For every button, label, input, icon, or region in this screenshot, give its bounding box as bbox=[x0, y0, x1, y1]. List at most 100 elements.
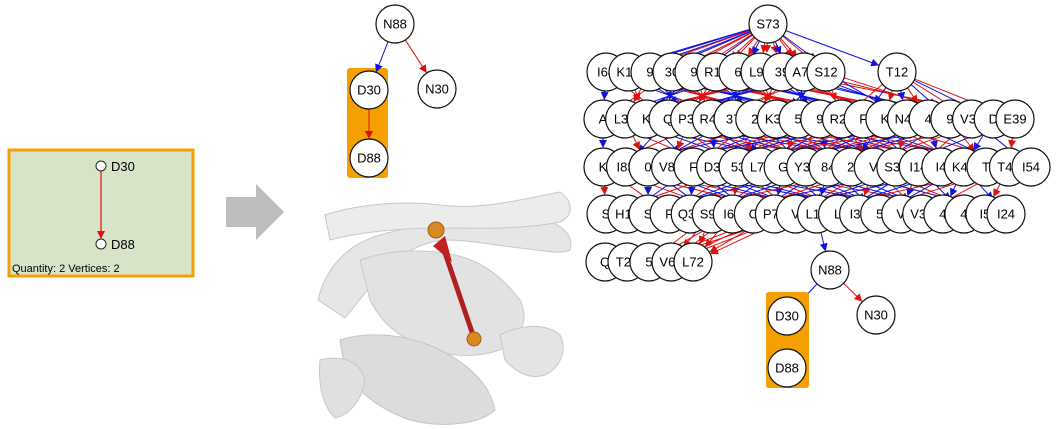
big-node-root: S73 bbox=[748, 4, 788, 44]
big-node-hub-right-label: N30 bbox=[864, 308, 888, 323]
big-node-row2-circle bbox=[995, 99, 1035, 139]
big-node-t12-label: T12 bbox=[886, 65, 908, 80]
atom-sphere-top bbox=[427, 221, 445, 239]
big-edge-root-row1 bbox=[773, 41, 782, 55]
big-node-root-circle bbox=[748, 4, 788, 44]
big-edge-row3-row4 bbox=[731, 185, 740, 196]
big-node-row3-label: 0 bbox=[644, 160, 651, 175]
big-edge-root-t12 bbox=[785, 30, 880, 67]
big-edge-row3-row4 bbox=[819, 185, 827, 196]
big-node-row3-label: V bbox=[869, 160, 878, 175]
big-node-row5-circle bbox=[673, 242, 713, 282]
big-node-hub-label: N88 bbox=[818, 263, 842, 278]
big-node-row1-label: 9 bbox=[690, 65, 697, 80]
small-node-bottom: D88 bbox=[349, 138, 389, 178]
big-node-row2-label: D bbox=[989, 112, 998, 127]
big-node-row4-label: V bbox=[896, 207, 905, 222]
big-node-row3-circle bbox=[1011, 147, 1051, 187]
big-node-row3-label: 2 bbox=[847, 160, 854, 175]
big-node-row1: S12 bbox=[806, 52, 846, 92]
big-node-row4-label: 4 bbox=[960, 207, 967, 222]
big-node-row1-circle bbox=[806, 52, 846, 92]
big-node-row2-label: A bbox=[599, 112, 608, 127]
small-edge-root-left bbox=[375, 41, 389, 73]
big-node-hub: N88 bbox=[810, 250, 850, 290]
big-node-row3-label: I54 bbox=[1022, 160, 1040, 175]
big-edge-row2-row3 bbox=[973, 134, 984, 151]
small-node-left: D30 bbox=[349, 70, 389, 110]
big-node-row2-label: K bbox=[642, 112, 651, 127]
small-node-root-label: N88 bbox=[383, 17, 407, 32]
small-edge-root-right bbox=[404, 39, 427, 74]
mini-panel-node-bottom bbox=[95, 238, 107, 250]
big-node-row4-label: L bbox=[834, 207, 841, 222]
big-node-row3-label: T bbox=[982, 160, 990, 175]
big-edge-row2-row3 bbox=[1008, 137, 1017, 149]
mini-graph-panel: D30 D88 Quantity: 2 Vertices: 2 bbox=[7, 148, 195, 278]
big-node-row4-label: I5 bbox=[980, 207, 991, 222]
small-node-left-circle bbox=[349, 70, 389, 110]
big-node-row5-label: 5 bbox=[645, 255, 652, 270]
small-node-right: N30 bbox=[417, 69, 457, 109]
big-edge-row4-hub bbox=[819, 232, 828, 252]
big-node-row4-label: F bbox=[665, 207, 673, 222]
big-edge-row3-row4 bbox=[775, 185, 784, 196]
big-node-hub-left: D30 bbox=[767, 296, 807, 336]
big-node-row1-label: 9 bbox=[646, 65, 653, 80]
big-edge-row3-row4 bbox=[600, 185, 609, 196]
big-node-row5-label: Q bbox=[600, 255, 610, 270]
big-edge-hub-right bbox=[843, 282, 863, 302]
big-node-row4-label: S bbox=[602, 207, 611, 222]
interaction-arrow bbox=[439, 243, 477, 339]
mini-panel-top-label: D30 bbox=[111, 159, 135, 174]
big-edge-row3-row4 bbox=[950, 184, 958, 197]
big-edge-t12-row2 bbox=[874, 87, 887, 104]
big-node-t12-circle bbox=[877, 52, 917, 92]
big-node-row4-label: C bbox=[749, 207, 758, 222]
big-node-row2-label: F bbox=[859, 112, 867, 127]
big-node-hub-left-circle bbox=[767, 296, 807, 336]
protein-structure-image bbox=[317, 191, 572, 425]
small-node-root-circle bbox=[375, 4, 415, 44]
mini-panel-node-top bbox=[95, 160, 107, 172]
small-node-bottom-circle bbox=[349, 138, 389, 178]
big-node-row3-label: F bbox=[689, 160, 697, 175]
big-edge-root-row1 bbox=[760, 42, 769, 54]
big-node-row4-label: 4 bbox=[939, 207, 946, 222]
big-node-row2-label: Q bbox=[663, 112, 673, 127]
big-node-row4-label: 5 bbox=[876, 207, 883, 222]
atom-sphere-bottom bbox=[466, 331, 482, 347]
big-node-row4-label: I24 bbox=[997, 207, 1015, 222]
big-edge-root-row1 bbox=[752, 40, 760, 56]
big-node-row2-label: K bbox=[881, 112, 890, 127]
big-node-row4-label: S bbox=[644, 207, 653, 222]
big-node-row4-circle bbox=[986, 194, 1026, 234]
mini-panel-bottom-label: D88 bbox=[111, 237, 135, 252]
big-node-row2-label: 2 bbox=[751, 112, 758, 127]
big-node-row2-label: 9 bbox=[816, 112, 823, 127]
big-node-row2: E39 bbox=[995, 99, 1035, 139]
big-node-row5-label: L72 bbox=[682, 255, 704, 270]
mini-panel-footer: Quantity: 2 Vertices: 2 bbox=[12, 263, 120, 275]
transition-arrow-icon bbox=[226, 184, 284, 240]
big-node-row5: L72 bbox=[673, 242, 713, 282]
big-node-row3-label: I4 bbox=[935, 160, 946, 175]
big-edge-row3-row4 bbox=[993, 183, 1001, 198]
big-node-root-label: S73 bbox=[756, 17, 779, 32]
big-node-hub-right-circle bbox=[856, 295, 896, 335]
big-node-row1-label: S12 bbox=[814, 65, 837, 80]
big-edge-t12-row2 bbox=[907, 87, 918, 104]
big-node-row2-label: E39 bbox=[1003, 112, 1026, 127]
small-node-right-circle bbox=[417, 69, 457, 109]
big-node-hub-bottom-label: D88 bbox=[775, 361, 799, 376]
big-edge-row1-row2 bbox=[829, 89, 837, 101]
big-node-row1-label: 6 bbox=[734, 65, 741, 80]
big-node-row4: I24 bbox=[986, 194, 1026, 234]
big-edge-row3-row4 bbox=[906, 184, 914, 197]
small-node-root: N88 bbox=[375, 4, 415, 44]
big-node-hub-bottom: D88 bbox=[767, 348, 807, 388]
big-edge-row2-row3 bbox=[960, 133, 975, 152]
